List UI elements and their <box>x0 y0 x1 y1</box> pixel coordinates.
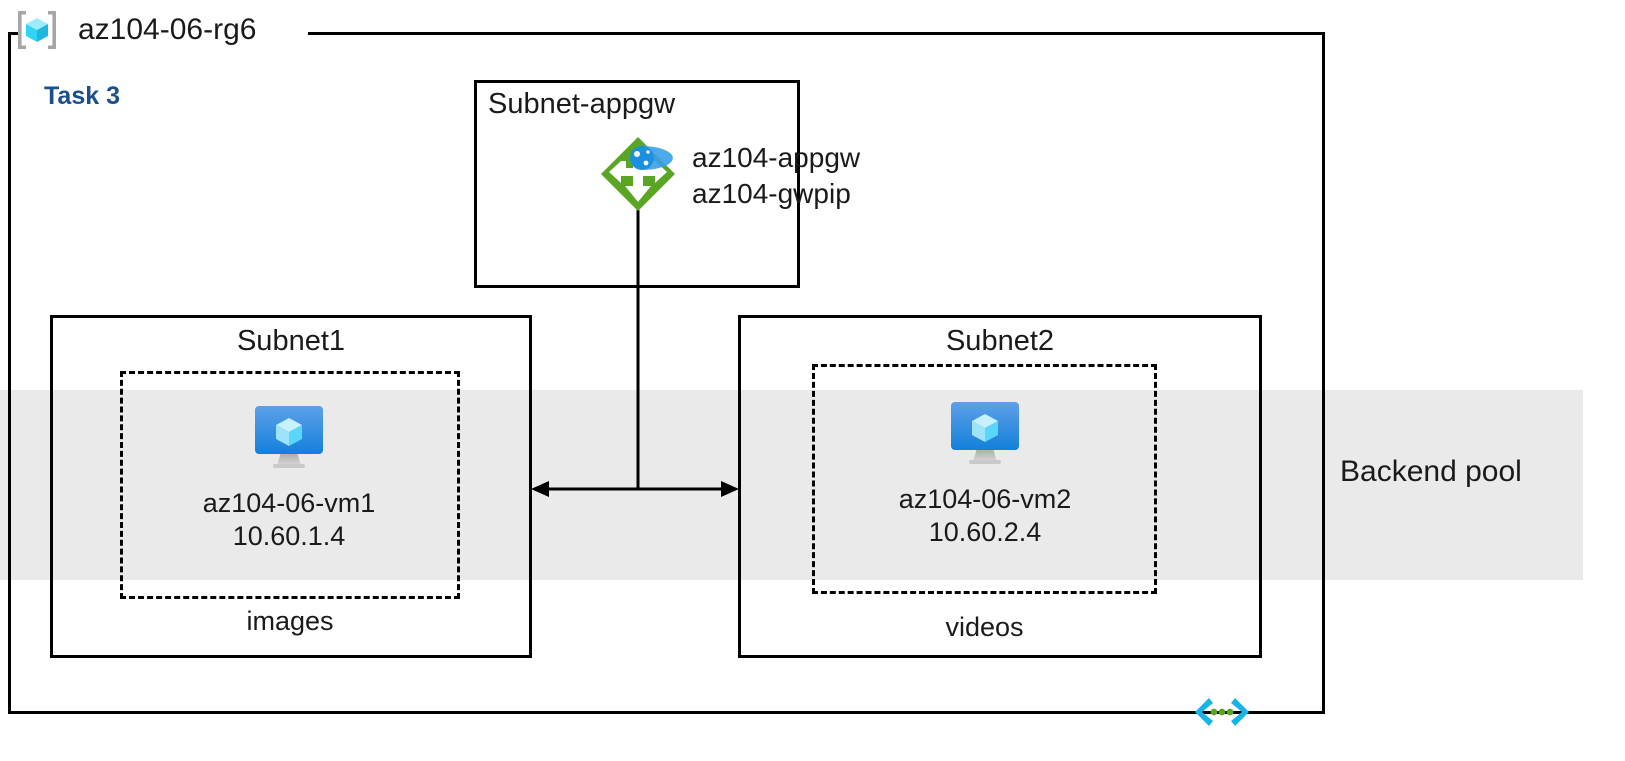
application-gateway-icon <box>598 134 678 214</box>
vm1-name: az104-06-vm1 <box>202 488 376 518</box>
subnet2-dashed-boundary <box>812 364 1157 594</box>
code-brackets-icon <box>1193 692 1251 732</box>
resource-group-box <box>8 32 1325 714</box>
resource-group-name: az104-06-rg6 <box>78 13 257 46</box>
backend-pool-label: Backend pool <box>1340 455 1522 488</box>
virtual-machine-icon <box>174 402 404 472</box>
subnet1-box <box>50 315 532 658</box>
vm1-node: az104-06-vm1 10.60.1.4 <box>174 402 404 552</box>
application-gateway-labels: az104-appgw az104-gwpip <box>692 140 860 212</box>
subnet1-title: Subnet1 <box>236 325 346 357</box>
subnet2-dashed-label: videos <box>945 612 1024 642</box>
resource-group-icon <box>14 7 60 53</box>
subnet2-box <box>738 315 1262 658</box>
appgw-public-ip-name: az104-gwpip <box>692 177 851 209</box>
vm2-node: az104-06-vm2 10.60.2.4 <box>870 398 1100 548</box>
resource-group-title-gap <box>18 24 308 42</box>
vm1-ip: 10.60.1.4 <box>232 521 346 551</box>
application-gateway-node: az104-appgw az104-gwpip <box>598 134 860 214</box>
virtual-machine-icon <box>870 398 1100 468</box>
appgw-resource-name: az104-appgw <box>692 142 861 173</box>
subnet2-title: Subnet2 <box>945 325 1055 357</box>
resource-group-header: az104-06-rg6 <box>14 4 256 56</box>
vm2-name: az104-06-vm2 <box>898 484 1072 514</box>
vm2-ip: 10.60.2.4 <box>928 517 1042 547</box>
task-label: Task 3 <box>44 82 120 110</box>
subnet-appgw-title: Subnet-appgw <box>488 88 676 120</box>
subnet1-dashed-label: images <box>246 606 334 636</box>
subnet1-dashed-boundary <box>120 371 460 599</box>
